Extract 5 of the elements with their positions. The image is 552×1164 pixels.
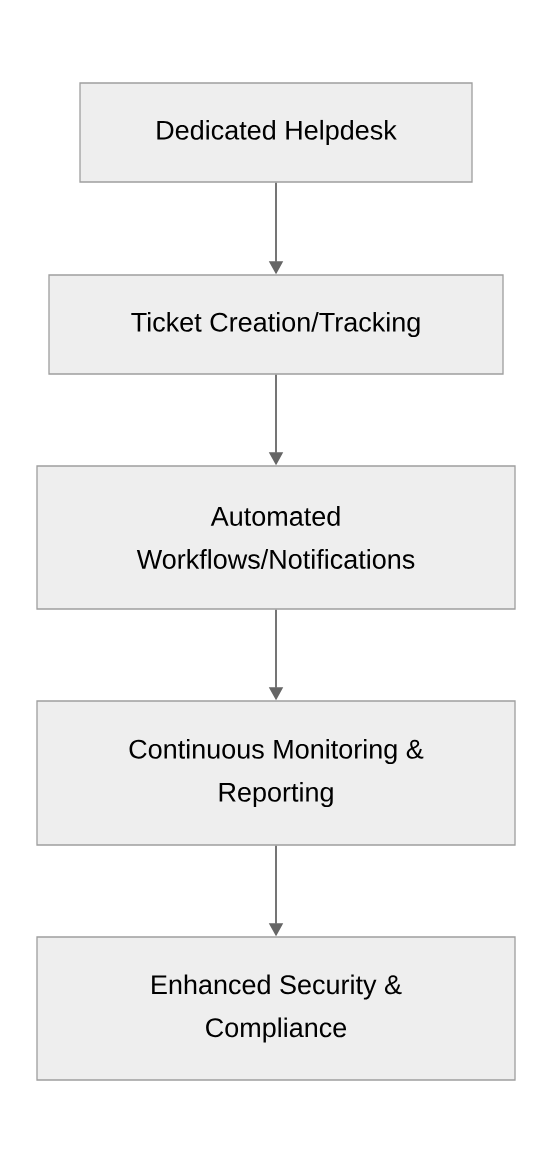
process-box: Continuous Monitoring & Reporting	[36, 700, 516, 846]
process-box: Automated Workflows/Notifications	[36, 465, 516, 610]
process-box: Ticket Creation/Tracking	[48, 274, 504, 375]
process-box: Enhanced Security & Compliance	[36, 936, 516, 1081]
process-box: Dedicated Helpdesk	[79, 82, 473, 183]
